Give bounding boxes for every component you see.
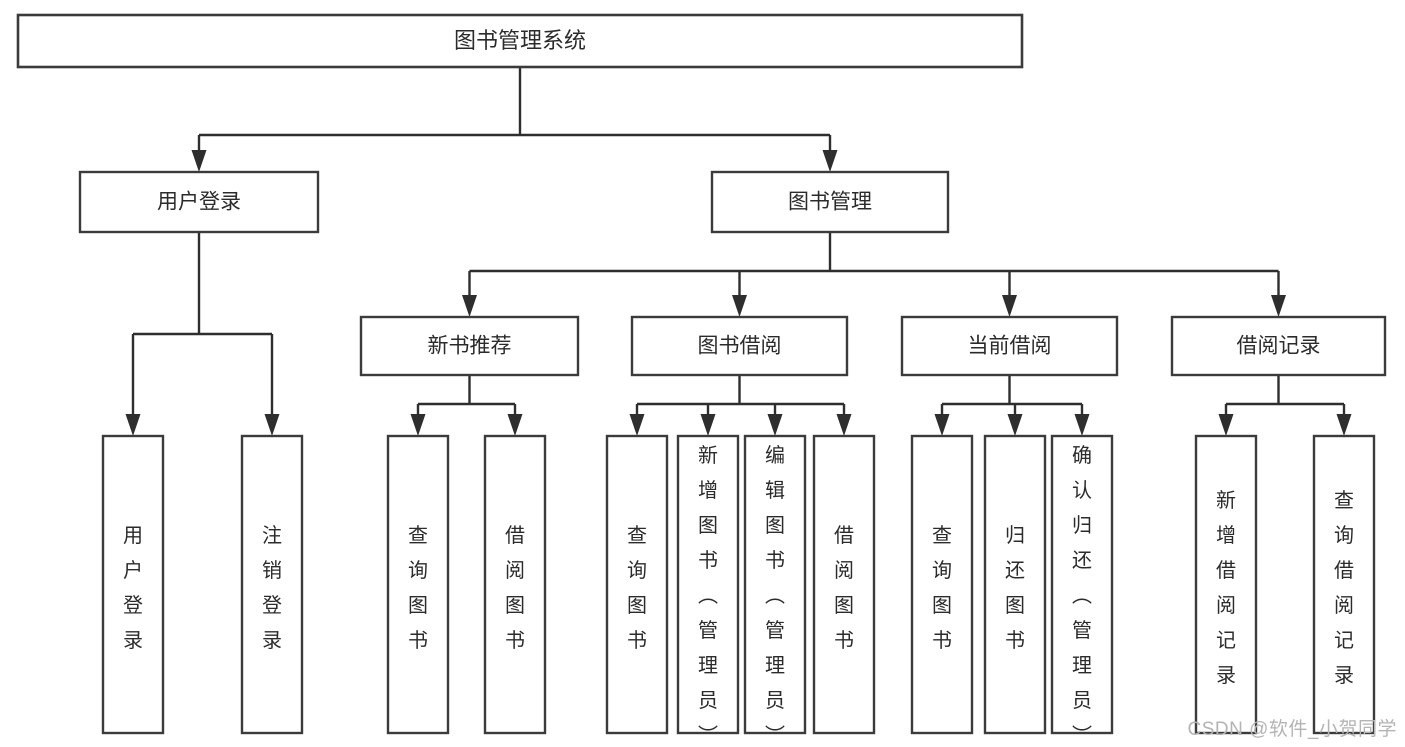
arrowhead-edge-current-borrow-leaf-2	[1007, 414, 1023, 436]
node-box-book-borrow	[630, 315, 849, 377]
node-label-leaf-logout: 注销登录	[262, 524, 282, 652]
node-box-leaf-query-book-1	[386, 434, 450, 735]
arrowhead-edge-current-borrow-leaf-3	[1074, 414, 1090, 436]
edge-group-new-book-recommend	[410, 375, 523, 436]
arrowhead-edge-borrow-record-leaf-1	[1218, 414, 1234, 436]
node-box-root	[16, 13, 1024, 69]
node-leaf-borrow-book-1[interactable]: 借阅图书	[483, 434, 547, 735]
node-box-leaf-query-book-2	[605, 434, 669, 735]
node-box-borrow-record	[1170, 315, 1387, 377]
node-label-leaf-query-book-2: 查询图书	[627, 524, 647, 652]
edge-group-user-login	[125, 232, 280, 436]
node-label-leaf-query-book-1: 查询图书	[408, 524, 428, 652]
arrowhead-edge-book-borrow-leaf-4	[836, 414, 852, 436]
node-box-book-manage	[710, 170, 950, 234]
node-leaf-return-book[interactable]: 归还图书	[983, 434, 1047, 735]
arrowhead-edge-user-login-leaf-2	[264, 414, 280, 436]
node-leaf-user-login[interactable]: 用户登录	[101, 434, 165, 735]
node-root[interactable]: 图书管理系统	[16, 13, 1024, 69]
node-book-manage[interactable]: 图书管理	[710, 170, 950, 234]
node-box-leaf-edit-book	[743, 434, 807, 735]
node-label-borrow-record: 借阅记录	[1237, 335, 1321, 358]
arrowhead-edge-book-borrow-leaf-3	[767, 414, 783, 436]
node-leaf-query-book-3[interactable]: 查询图书	[910, 434, 974, 735]
arrowhead-edge-book-manage-book-borrow	[732, 295, 747, 317]
node-leaf-logout[interactable]: 注销登录	[240, 434, 304, 735]
arrowhead-edge-new-book-leaf-2	[507, 414, 523, 436]
edge-group-borrow-record	[1218, 375, 1352, 436]
node-leaf-query-book-2[interactable]: 查询图书	[605, 434, 669, 735]
node-book-borrow[interactable]: 图书借阅	[630, 315, 849, 377]
node-label-leaf-confirm-return: 确认归还︵管理员︶	[1072, 444, 1092, 747]
node-label-new-book-recommend: 新书推荐	[428, 335, 512, 358]
node-label-root: 图书管理系统	[454, 28, 586, 53]
arrowhead-edge-new-book-leaf-1	[410, 414, 426, 436]
node-label-leaf-edit-book: 编辑图书︵管理员︶	[765, 444, 785, 747]
node-leaf-add-record[interactable]: 新增借阅记录	[1194, 434, 1258, 735]
node-label-leaf-query-book-3: 查询图书	[932, 524, 952, 652]
edge-group-root	[191, 67, 838, 172]
node-box-leaf-return-book	[983, 434, 1047, 735]
node-box-leaf-confirm-return	[1050, 434, 1114, 735]
node-label-book-manage: 图书管理	[788, 191, 872, 214]
node-label-leaf-user-login: 用户登录	[123, 525, 143, 652]
arrowhead-edge-current-borrow-leaf-1	[934, 414, 950, 436]
node-leaf-query-record[interactable]: 查询借阅记录	[1312, 434, 1376, 735]
node-box-leaf-add-record	[1194, 434, 1258, 735]
connector-layer	[125, 67, 1352, 436]
node-box-leaf-logout	[240, 434, 304, 735]
node-leaf-query-book-1[interactable]: 查询图书	[386, 434, 450, 735]
node-box-current-borrow	[900, 315, 1119, 377]
arrowhead-edge-borrow-record-leaf-2	[1336, 414, 1352, 436]
node-leaf-edit-book[interactable]: 编辑图书︵管理员︶	[743, 434, 807, 747]
arrowhead-edge-book-borrow-leaf-1	[629, 414, 645, 436]
node-label-leaf-return-book: 归还图书	[1005, 524, 1025, 652]
node-box-leaf-user-login	[101, 434, 165, 735]
arrowhead-edge-root-book-manage	[822, 150, 838, 172]
edge-group-book-borrow	[629, 375, 852, 436]
node-leaf-borrow-book-2[interactable]: 借阅图书	[812, 434, 876, 735]
node-new-book-recommend[interactable]: 新书推荐	[359, 315, 580, 377]
edge-group-current-borrow	[934, 375, 1090, 436]
node-label-leaf-query-record: 查询借阅记录	[1334, 489, 1354, 687]
edge-group-book-manage	[462, 232, 1286, 317]
node-current-borrow[interactable]: 当前借阅	[900, 315, 1119, 377]
node-label-leaf-borrow-book-1: 借阅图书	[505, 524, 525, 652]
node-layer: 图书管理系统用户登录图书管理新书推荐图书借阅当前借阅借阅记录用户登录注销登录查询…	[16, 13, 1387, 747]
node-label-book-borrow: 图书借阅	[698, 335, 782, 358]
node-box-new-book-recommend	[359, 315, 580, 377]
node-user-login[interactable]: 用户登录	[78, 170, 320, 234]
node-label-leaf-add-record: 新增借阅记录	[1216, 489, 1236, 687]
arrowhead-edge-book-manage-borrow-record	[1271, 295, 1286, 317]
node-label-current-borrow: 当前借阅	[968, 335, 1052, 358]
node-box-leaf-borrow-book-1	[483, 434, 547, 735]
arrowhead-edge-book-manage-new-book	[462, 295, 477, 317]
node-label-leaf-borrow-book-2: 借阅图书	[834, 524, 854, 652]
node-leaf-add-book[interactable]: 新增图书︵管理员︶	[676, 434, 740, 747]
arrowhead-edge-user-login-leaf-1	[125, 414, 141, 436]
node-label-user-login: 用户登录	[157, 191, 241, 214]
node-label-leaf-add-book: 新增图书︵管理员︶	[698, 444, 718, 747]
node-box-leaf-query-record	[1312, 434, 1376, 735]
node-box-leaf-borrow-book-2	[812, 434, 876, 735]
arrowhead-edge-book-manage-current-borrow	[1002, 295, 1017, 317]
arrowhead-edge-root-user-login	[191, 150, 207, 172]
node-box-leaf-add-book	[676, 434, 740, 735]
node-borrow-record[interactable]: 借阅记录	[1170, 315, 1387, 377]
node-box-user-login	[78, 170, 320, 234]
node-box-leaf-query-book-3	[910, 434, 974, 735]
node-leaf-confirm-return[interactable]: 确认归还︵管理员︶	[1050, 434, 1114, 747]
arrowhead-edge-book-borrow-leaf-2	[700, 414, 716, 436]
